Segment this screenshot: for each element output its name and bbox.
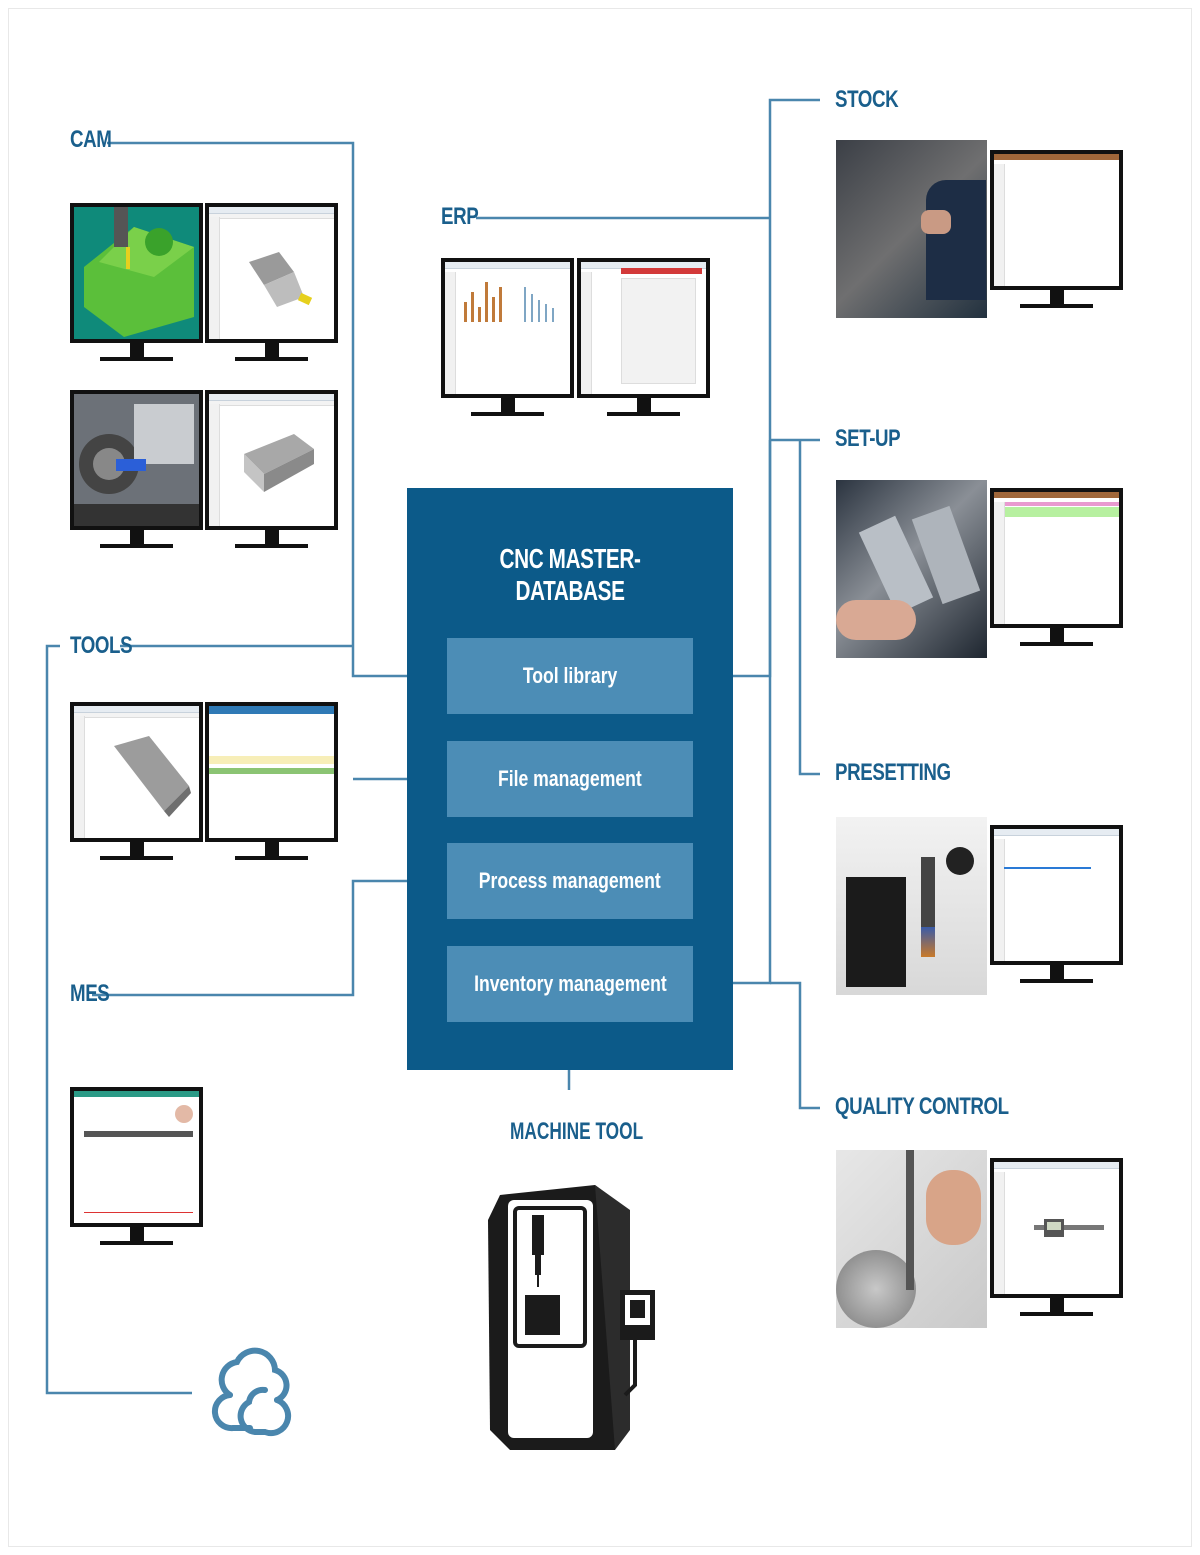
quality-control-photo bbox=[836, 1150, 987, 1328]
tools-monitor-3d bbox=[70, 702, 203, 862]
erp-label: ERP bbox=[441, 203, 479, 230]
database-title: CNC MASTER-DATABASE bbox=[499, 543, 641, 606]
module-file-management[interactable]: File management bbox=[447, 741, 693, 817]
cam-monitor-3d bbox=[70, 203, 203, 363]
presetting-photo bbox=[836, 817, 987, 995]
cloud-connector bbox=[45, 644, 192, 1395]
cam-monitor-app-2 bbox=[205, 390, 338, 550]
quality-control-monitor bbox=[990, 1158, 1123, 1318]
setup-photo bbox=[836, 480, 987, 658]
module-label: Inventory management bbox=[473, 971, 667, 996]
presetting-connector bbox=[798, 440, 820, 776]
cam-monitor-3d-2 bbox=[70, 390, 203, 550]
quality-control-label: QUALITY CONTROL bbox=[835, 1093, 1009, 1120]
module-tool-library[interactable]: Tool library bbox=[447, 638, 693, 714]
page-frame bbox=[8, 8, 1192, 1547]
module-label: File management bbox=[498, 766, 642, 791]
cam-monitor-app bbox=[205, 203, 338, 363]
cloud-icon bbox=[212, 1347, 292, 1437]
mes-connector bbox=[92, 879, 447, 997]
cnc-machine-icon bbox=[488, 1185, 655, 1450]
erp-monitor-chart bbox=[441, 258, 574, 418]
quality-connector bbox=[770, 981, 820, 1110]
stock-photo bbox=[836, 140, 987, 318]
mes-monitor bbox=[70, 1087, 203, 1247]
presetting-monitor bbox=[990, 825, 1123, 985]
mes-label: MES bbox=[70, 980, 110, 1007]
module-label: Tool library bbox=[522, 663, 618, 688]
tools-label: TOOLS bbox=[70, 632, 133, 659]
stock-monitor bbox=[990, 150, 1123, 310]
setup-label: SET-UP bbox=[835, 425, 901, 452]
erp-monitor-app bbox=[577, 258, 710, 418]
presetting-label: PRESETTING bbox=[835, 759, 951, 786]
module-process-management[interactable]: Process management bbox=[447, 843, 693, 919]
tools-monitor-app bbox=[205, 702, 338, 862]
cam-connector bbox=[107, 141, 447, 678]
module-label: Process management bbox=[479, 868, 661, 893]
machine-tool-label: MACHINE TOOL bbox=[510, 1118, 644, 1145]
module-inventory-management[interactable]: Inventory management bbox=[447, 946, 693, 1022]
cam-label: CAM bbox=[70, 126, 112, 153]
setup-monitor bbox=[990, 488, 1123, 648]
stock-label: STOCK bbox=[835, 86, 899, 113]
